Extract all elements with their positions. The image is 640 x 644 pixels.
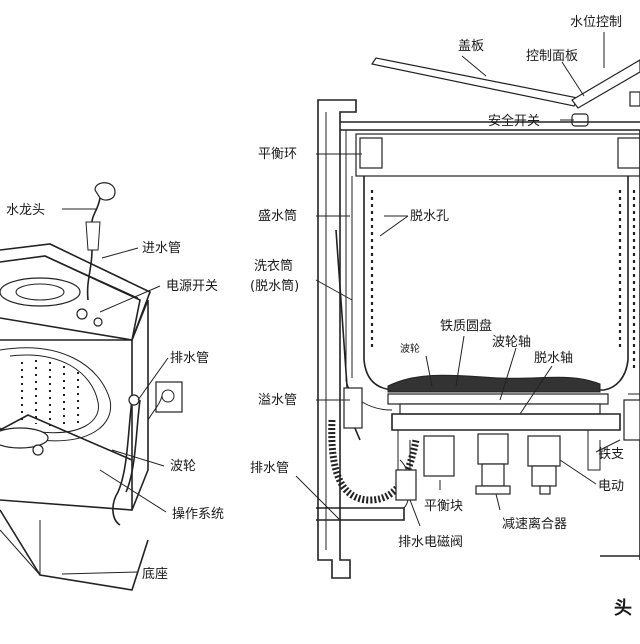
- label-inlet-pipe: 进水管: [142, 241, 181, 256]
- faucet-head: [94, 182, 116, 201]
- label-iron-disc: 铁质圆盘: [440, 318, 492, 334]
- left-machine-drawing: [0, 182, 183, 591]
- label-lid: 盖板: [458, 39, 484, 54]
- label-reducer-clutch: 减速离合器: [502, 516, 567, 532]
- label-dewatering-shaft: 脱水轴: [534, 351, 573, 366]
- label-control-panel: 控制面板: [526, 49, 578, 64]
- label-pulsator-right: 波轮: [400, 342, 420, 355]
- drain-valve-shape: [395, 469, 417, 501]
- label-power-switch: 电源开关: [166, 279, 218, 294]
- right-cross-section-drawing: [295, 32, 640, 579]
- label-pulsator-shaft: 波轮轴: [492, 335, 531, 350]
- lid-shape: [371, 57, 579, 107]
- label-base: 底座: [142, 566, 168, 582]
- label-balance-ring: 平衡环: [258, 147, 297, 162]
- label-wash-tub: 洗衣筒: [254, 258, 293, 274]
- control-panel-shape: [571, 59, 640, 109]
- pulsator-shape: [387, 374, 601, 393]
- wall-socket: [155, 381, 183, 413]
- label-overflow-tub: 盛水筒: [258, 208, 297, 224]
- label-drain-pipe-left: 排水管: [170, 351, 209, 366]
- balance-ring-shape: [355, 133, 640, 177]
- label-control-system: 操作系统: [172, 506, 224, 522]
- label-faucet: 水龙头: [6, 203, 45, 218]
- label-water-level-control: 水位控制: [570, 15, 622, 30]
- label-pulsator-left: 波轮: [170, 459, 196, 474]
- label-motor: 电动: [598, 479, 624, 494]
- label-balance-block: 平衡块: [424, 499, 463, 514]
- watermark: 头: [614, 598, 632, 619]
- tub-perforations: [21, 360, 79, 426]
- label-safety-switch: 安全开关: [488, 113, 540, 129]
- label-dewatering-holes: 脱水孔: [410, 209, 449, 224]
- label-overflow-pipe: 溢水管: [258, 393, 297, 408]
- motor-shape: [527, 435, 561, 467]
- label-wash-tub-sub: (脱水筒): [250, 278, 299, 294]
- label-drain-valve: 排水电磁阀: [398, 535, 463, 550]
- safety-switch-shape: [571, 113, 589, 127]
- label-drain-pipe-right: 排水管: [250, 461, 289, 476]
- panel-knob-area: [0, 277, 81, 307]
- overflow-pipe-shape: [343, 387, 363, 429]
- label-iron-bracket: 铁支: [598, 447, 624, 462]
- reducer-clutch-shape: [477, 433, 509, 465]
